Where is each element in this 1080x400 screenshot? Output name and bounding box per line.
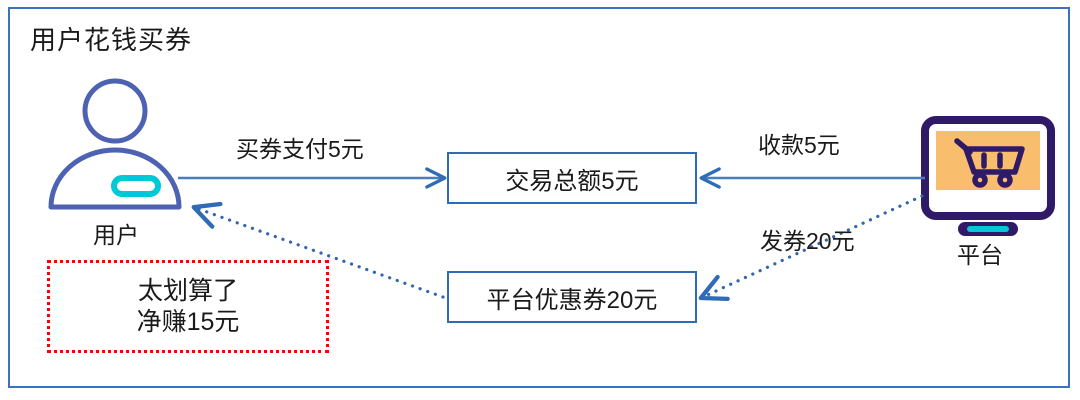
- node-caption-platform: 平台: [957, 242, 1003, 268]
- monitor-shopping-cart-icon: [921, 116, 1055, 236]
- cart-glyph: [954, 138, 1025, 188]
- callout-line-1: 太划算了: [137, 277, 238, 305]
- page-title: 用户花钱买券: [30, 25, 193, 55]
- edge-coupon-to-user: [191, 201, 445, 299]
- node-platform-coupon[interactable]: 平台优惠券20元: [447, 271, 697, 323]
- callout-line-2: 净赚15元: [136, 307, 240, 336]
- edge-platform-to-coupon: [698, 194, 924, 302]
- edge-label-issue-coupon: 发券20元: [760, 228, 855, 254]
- node-total-amount[interactable]: 交易总额5元: [447, 152, 697, 204]
- user-avatar-icon: [48, 78, 182, 210]
- edge-label-receive: 收款5元: [758, 132, 840, 158]
- edge-label-pay: 买券支付5元: [236, 136, 364, 162]
- callout-box: 太划算了 净赚15元: [47, 260, 329, 353]
- node-caption-user: 用户: [93, 222, 139, 248]
